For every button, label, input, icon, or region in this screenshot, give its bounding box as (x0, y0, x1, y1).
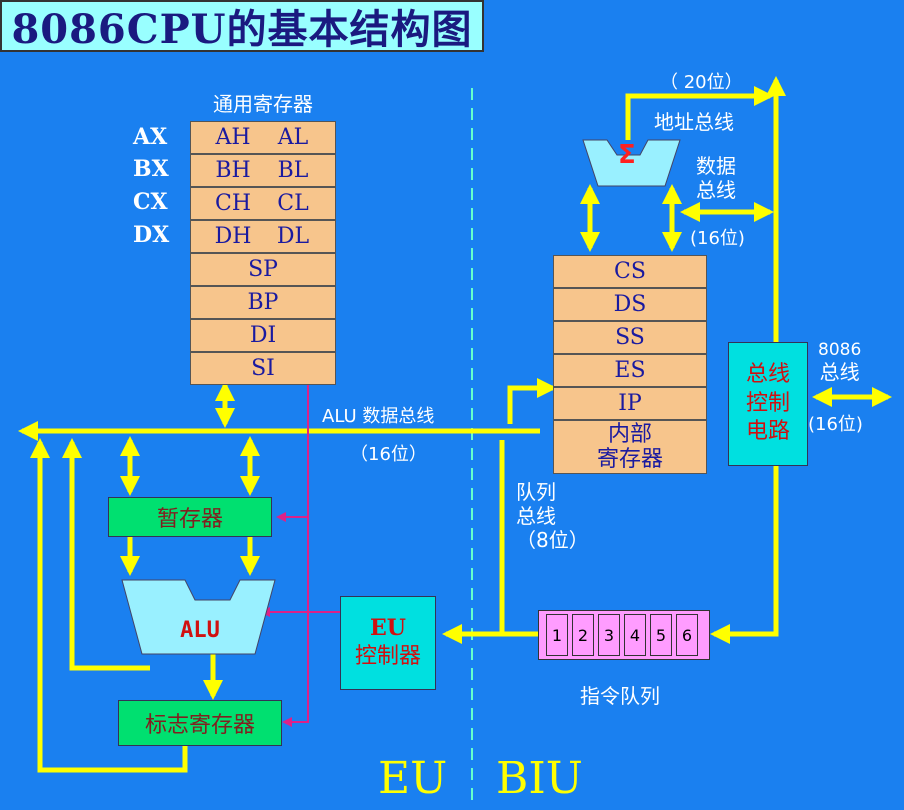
external-bus-width: (16位) (808, 414, 863, 435)
queue-bus-label: 队列 总线 （8位） (516, 480, 589, 552)
data-bus-line2: 总线 (696, 178, 736, 202)
eu-unit-label: EU (378, 753, 448, 804)
internal-registers: 内部 寄存器 (553, 420, 707, 474)
reg-ss: SS (553, 321, 707, 354)
reg-row-bx: BH BL (190, 154, 336, 187)
external-bus-line1: 8086 (818, 340, 862, 360)
queue-cell: 2 (572, 614, 594, 656)
internal-registers-line1: 内部 (607, 421, 652, 447)
reg-bh: BH (215, 158, 251, 183)
alu-shape (121, 579, 276, 655)
reg-name-dx: DX (133, 222, 170, 248)
external-bus-line2: 总线 (819, 360, 860, 385)
biu-unit-label: BIU (496, 753, 583, 804)
instruction-queue-label: 指令队列 (580, 684, 660, 708)
reg-ip: IP (553, 387, 707, 420)
reg-row-ax: AH AL (190, 121, 336, 154)
reg-bp: BP (190, 286, 336, 319)
queue-cell: 3 (598, 614, 620, 656)
reg-sp: SP (190, 253, 336, 286)
reg-name-bx: BX (133, 156, 169, 182)
eu-control: EU 控制器 (340, 596, 436, 690)
reg-di: DI (190, 319, 336, 352)
queue-bus-line1: 队列 (516, 480, 556, 504)
address-bus-width: （ 20位） (660, 72, 743, 93)
reg-cl: CL (277, 191, 309, 216)
temp-register: 暂存器 (108, 497, 272, 537)
reg-ah: AH (215, 125, 251, 150)
queue-bus-line3: （8位） (516, 528, 589, 552)
flag-register: 标志寄存器 (118, 700, 282, 746)
bus-control-line3: 电路 (745, 419, 790, 445)
alu-bus-label: ALU 数据总线 (322, 406, 435, 427)
bus-control-circuit: 总线 控制 电路 (728, 342, 808, 466)
reg-si: SI (190, 352, 336, 385)
reg-dh: DH (214, 224, 252, 249)
queue-cell: 1 (546, 614, 568, 656)
data-bus-line1: 数据 (696, 154, 736, 178)
reg-dl: DL (276, 224, 310, 249)
reg-name-ax: AX (133, 124, 168, 150)
reg-row-cx: CH CL (190, 187, 336, 220)
queue-bus-line2: 总线 (516, 504, 556, 528)
bus-control-line2: 控制 (745, 390, 790, 416)
queue-cell: 4 (624, 614, 646, 656)
eu-control-line1: EU (370, 615, 406, 642)
alu-bus-width: （16位） (350, 444, 427, 465)
internal-registers-line2: 寄存器 (596, 447, 663, 472)
reg-row-dx: DH DL (190, 220, 336, 253)
eu-control-line2: 控制器 (354, 644, 421, 669)
reg-bl: BL (277, 158, 309, 183)
queue-cell: 5 (650, 614, 672, 656)
alu-label: ALU (180, 618, 220, 643)
reg-ch: CH (214, 191, 252, 216)
reg-es: ES (553, 354, 707, 387)
reg-name-cx: CX (133, 189, 168, 215)
diagram-title: 8086CPU的基本结构图 (0, 0, 484, 53)
reg-cs: CS (553, 255, 707, 288)
data-bus-width: (16位) (690, 228, 745, 249)
adder-symbol: Σ (618, 140, 636, 170)
reg-al: AL (277, 125, 309, 150)
address-bus-label: 地址总线 (654, 110, 734, 134)
adder-shape (582, 139, 681, 187)
external-bus-label: 8086 总线 (818, 340, 861, 384)
gp-registers-heading: 通用寄存器 (213, 92, 313, 116)
data-bus-label: 数据 总线 (696, 154, 736, 202)
reg-ds: DS (553, 288, 707, 321)
queue-cell: 6 (676, 614, 698, 656)
bus-control-line1: 总线 (745, 362, 790, 388)
